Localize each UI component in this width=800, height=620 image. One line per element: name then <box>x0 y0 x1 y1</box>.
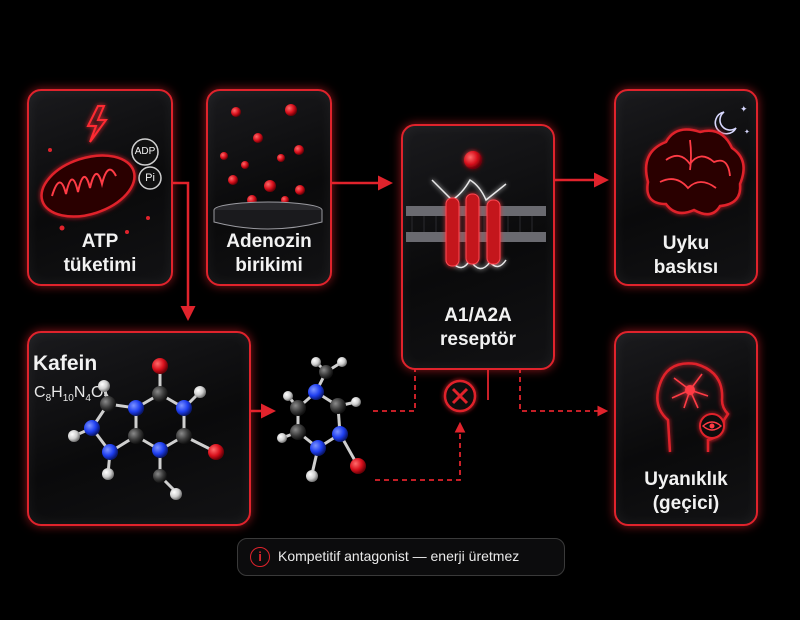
antagonist-note-text: Kompetitif antagonist — enerji üretmez <box>278 548 519 564</box>
wake-label-line1: Uyanıklık <box>614 468 758 492</box>
head-icon <box>657 363 728 452</box>
antagonist-note: i Kompetitif antagonist — enerji üretmez <box>237 538 565 576</box>
wake-label: Uyanıklık (geçici) <box>614 468 758 516</box>
wake-label-line2: (geçici) <box>614 492 758 516</box>
info-icon: i <box>250 547 270 567</box>
eye-icon <box>700 414 724 438</box>
neuron-icon <box>672 374 708 408</box>
